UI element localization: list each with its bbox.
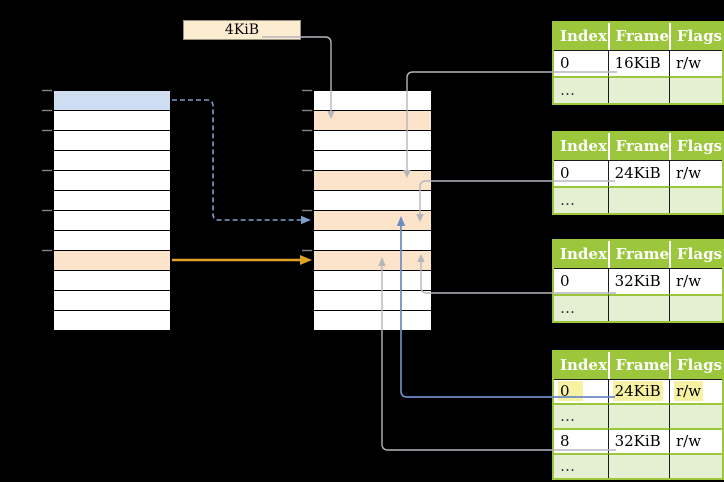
- physical-frame-row: [314, 111, 431, 131]
- physical-frame-row: [314, 291, 431, 311]
- cell-flags: [669, 76, 722, 103]
- cell-index: …: [554, 403, 608, 428]
- column-header-flags: Flags: [669, 352, 722, 379]
- page-size-label-box: 4KiB: [183, 20, 301, 40]
- virtual-page-row: [54, 191, 170, 211]
- cell-index: 0: [554, 379, 608, 403]
- physical-frame-row: [314, 131, 431, 151]
- table-row-ellipsis: …: [554, 453, 722, 478]
- page-table-3: Index Frame Flags 0 32KiB r/w …: [552, 239, 724, 323]
- virtual-page-row: [54, 291, 170, 311]
- column-header-frame: Frame: [607, 133, 669, 160]
- virtual-page-row: [54, 111, 170, 131]
- virtual-page-row: [54, 151, 170, 171]
- cell-frame: 24KiB: [607, 160, 669, 186]
- table-row-highlighted: 0 24KiB r/w: [554, 379, 722, 403]
- cell-frame: 32KiB: [607, 428, 669, 453]
- arrow-virtual-to-frame32-orange: [172, 255, 312, 265]
- virtual-page-row: [54, 171, 170, 191]
- physical-frame-row: [314, 171, 431, 191]
- arrow-virtual-to-frame24-dashed: [172, 99, 311, 225]
- page-table-1: Index Frame Flags 0 16KiB r/w …: [552, 21, 724, 105]
- physical-frame-row: [314, 191, 431, 211]
- column-header-frame: Frame: [607, 352, 669, 379]
- column-header-flags: Flags: [669, 133, 722, 160]
- physical-frame-row: [314, 91, 431, 111]
- physical-frame-row: [314, 311, 431, 330]
- highlighted-value: r/w: [674, 381, 704, 401]
- table-row-ellipsis: …: [554, 294, 722, 321]
- cell-frame: [607, 453, 669, 478]
- table-row-ellipsis: …: [554, 403, 722, 428]
- cell-frame: 32KiB: [607, 268, 669, 294]
- table-header-row: Index Frame Flags: [554, 133, 722, 160]
- virtual-page-row: [54, 211, 170, 231]
- physical-frame-row: [314, 231, 431, 251]
- physical-frame-row: [314, 211, 431, 231]
- table-header-row: Index Frame Flags: [554, 352, 722, 379]
- virtual-page-row: [54, 311, 170, 330]
- column-header-flags: Flags: [669, 23, 722, 50]
- cell-index: …: [554, 76, 608, 103]
- column-header-index: Index: [554, 241, 608, 268]
- page-table-4: Index Frame Flags 0 24KiB r/w … 8 32KiB …: [552, 350, 724, 480]
- table-row-ellipsis: …: [554, 76, 722, 103]
- cell-flags: r/w: [669, 379, 722, 403]
- cell-frame: [607, 76, 669, 103]
- cell-flags: [669, 294, 722, 321]
- cell-flags: [669, 186, 722, 213]
- cell-flags: r/w: [669, 50, 722, 76]
- physical-frame-row: [314, 251, 431, 271]
- cell-index: …: [554, 453, 608, 478]
- column-header-frame: Frame: [607, 241, 669, 268]
- cell-flags: r/w: [669, 160, 722, 186]
- virtual-memory-column: [53, 90, 171, 331]
- table-header-row: Index Frame Flags: [554, 23, 722, 50]
- virtual-page-row: [54, 131, 170, 151]
- column-header-flags: Flags: [669, 241, 722, 268]
- physical-memory-column: [313, 90, 432, 331]
- column-header-frame: Frame: [607, 23, 669, 50]
- table-row: 0 24KiB r/w: [554, 160, 722, 186]
- physical-frame-row: [314, 151, 431, 171]
- table-row: 8 32KiB r/w: [554, 428, 722, 453]
- virtual-page-row: [54, 251, 170, 271]
- column-header-index: Index: [554, 352, 608, 379]
- cell-frame: [607, 186, 669, 213]
- column-header-index: Index: [554, 133, 608, 160]
- cell-index: 0: [554, 160, 608, 186]
- page-size-label: 4KiB: [224, 22, 260, 38]
- column-header-index: Index: [554, 23, 608, 50]
- page-table-2: Index Frame Flags 0 24KiB r/w …: [552, 131, 724, 215]
- cell-index: 0: [554, 268, 608, 294]
- table-header-row: Index Frame Flags: [554, 241, 722, 268]
- cell-flags: [669, 453, 722, 478]
- cell-flags: [669, 403, 722, 428]
- physical-frame-row: [314, 271, 431, 291]
- highlighted-value: 24KiB: [612, 381, 663, 401]
- highlighted-value: 0: [558, 381, 583, 401]
- cell-flags: r/w: [669, 268, 722, 294]
- virtual-page-row: [54, 231, 170, 251]
- cell-frame: [607, 294, 669, 321]
- cell-index: 0: [554, 50, 608, 76]
- cell-frame: 24KiB: [607, 379, 669, 403]
- virtual-page-row: [54, 271, 170, 291]
- cell-index: 8: [554, 428, 608, 453]
- cell-flags: r/w: [669, 428, 722, 453]
- cell-frame: 16KiB: [607, 50, 669, 76]
- table-row-ellipsis: …: [554, 186, 722, 213]
- cell-index: …: [554, 294, 608, 321]
- table-row: 0 16KiB r/w: [554, 50, 722, 76]
- virtual-page-row: [54, 91, 170, 111]
- cell-frame: [607, 403, 669, 428]
- cell-index: …: [554, 186, 608, 213]
- table-row: 0 32KiB r/w: [554, 268, 722, 294]
